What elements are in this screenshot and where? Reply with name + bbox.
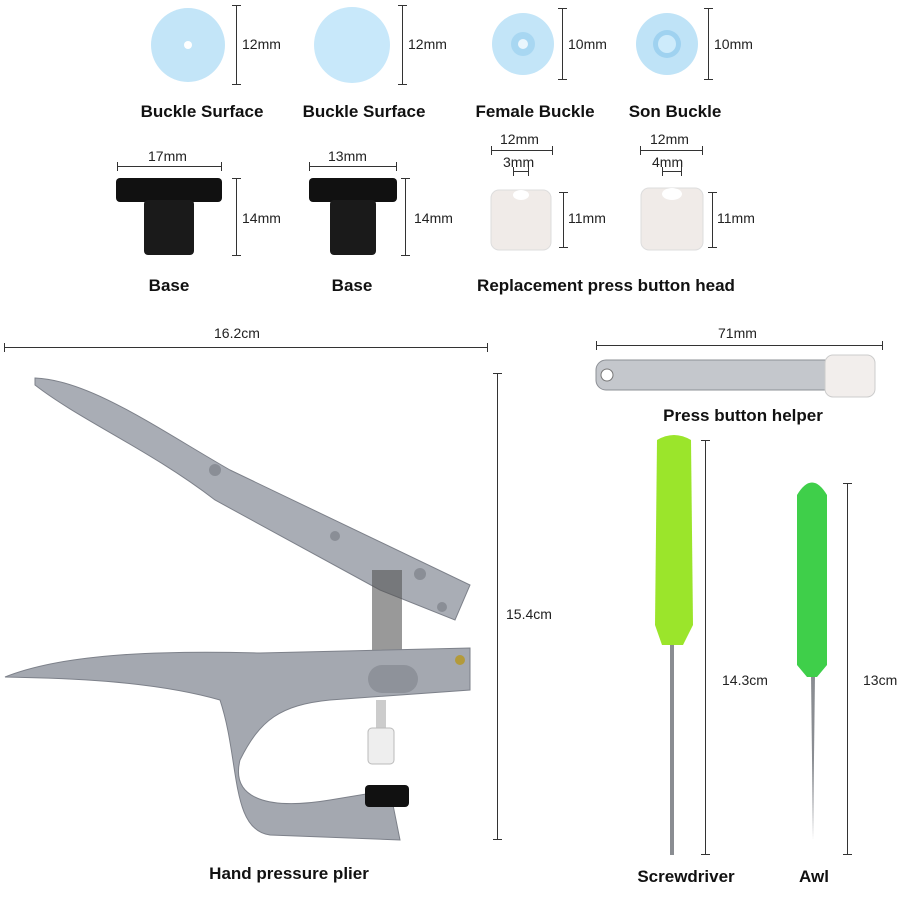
base-2-width: 13mm [328, 148, 367, 164]
helper-label: Press button helper [663, 406, 823, 425]
dimension-line [117, 162, 222, 171]
dimension-line [704, 8, 713, 80]
dimension-line [558, 8, 567, 80]
dimension-line [662, 167, 682, 176]
dimension-line [401, 178, 410, 256]
base-1-image [116, 178, 222, 255]
head-2-inner: 4mm [652, 154, 684, 170]
buckle-surface-2-size: 12mm [408, 36, 447, 52]
screwdriver-label: Screwdriver [637, 867, 735, 886]
plier-height: 15.4cm [506, 606, 552, 622]
plier-image [4, 377, 471, 841]
dimension-line [309, 162, 397, 171]
screwdriver-image [655, 435, 693, 855]
press-head-2-image [640, 187, 704, 251]
dimension-line [640, 146, 703, 155]
press-head-1-image [490, 189, 552, 251]
son-buckle-image [636, 13, 698, 75]
press-heads-label: Replacement press button head [477, 276, 735, 295]
dimension-line [491, 146, 553, 155]
female-buckle-size: 10mm [568, 36, 607, 52]
dimension-line [701, 440, 710, 855]
awl-label: Awl [799, 867, 829, 886]
dimension-line [559, 192, 568, 248]
buckle-surface-2-image [314, 7, 390, 83]
head-2-outer: 12mm [650, 131, 689, 147]
base-2-height: 14mm [414, 210, 453, 226]
dimension-line [398, 5, 407, 85]
dimension-line [708, 192, 717, 248]
son-buckle-label: Son Buckle [628, 102, 722, 121]
base-1-label: Base [148, 276, 190, 295]
press-button-helper-image [595, 354, 876, 398]
female-buckle-image [492, 13, 554, 75]
helper-length: 71mm [718, 325, 757, 341]
dimension-line [493, 373, 502, 840]
dimension-line [843, 483, 852, 855]
dimension-line [513, 167, 529, 176]
buckle-surface-2-label: Buckle Surface [302, 102, 426, 121]
dimension-line [232, 178, 241, 256]
base-1-width: 17mm [148, 148, 187, 164]
son-buckle-size: 10mm [714, 36, 753, 52]
awl-length: 13cm [863, 672, 898, 688]
dimension-line [232, 5, 241, 85]
dimension-line [4, 343, 488, 352]
base-1-height: 14mm [242, 210, 281, 226]
head-1-inner: 3mm [503, 154, 535, 170]
screwdriver-length: 14.3cm [722, 672, 768, 688]
female-buckle-label: Female Buckle [475, 102, 595, 121]
awl-image [797, 482, 827, 840]
plier-width: 16.2cm [214, 325, 260, 341]
dimension-line [596, 341, 883, 350]
buckle-surface-1-label: Buckle Surface [140, 102, 264, 121]
head-1-outer: 12mm [500, 131, 539, 147]
head-1-height: 11mm [568, 210, 606, 226]
buckle-surface-1-size: 12mm [242, 36, 281, 52]
base-2-image [309, 178, 397, 255]
plier-label: Hand pressure plier [209, 864, 369, 883]
buckle-surface-1-image [151, 8, 225, 82]
base-2-label: Base [331, 276, 373, 295]
head-2-height: 11mm [717, 210, 755, 226]
